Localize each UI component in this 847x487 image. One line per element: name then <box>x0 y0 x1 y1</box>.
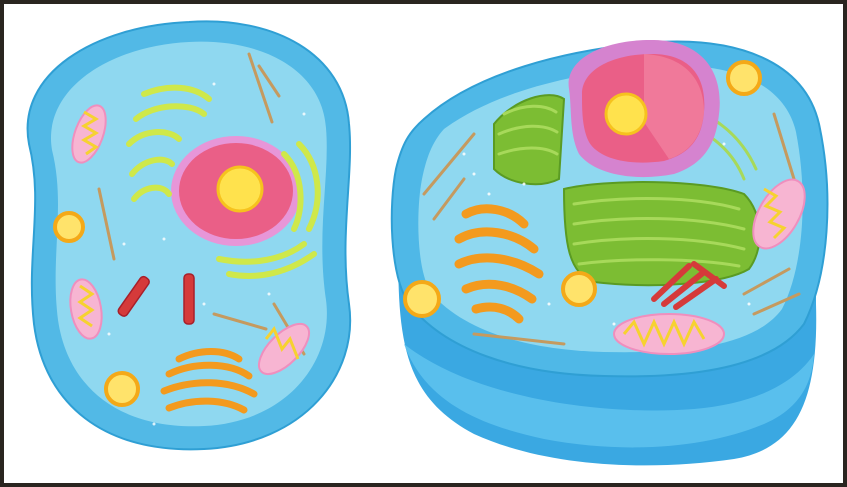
cell-illustration <box>4 4 843 483</box>
left-nucleolus <box>218 167 262 211</box>
right-cell <box>392 40 828 465</box>
right-nucleolus <box>606 94 646 134</box>
left-cell <box>28 21 351 449</box>
right-nucleus <box>569 40 720 177</box>
